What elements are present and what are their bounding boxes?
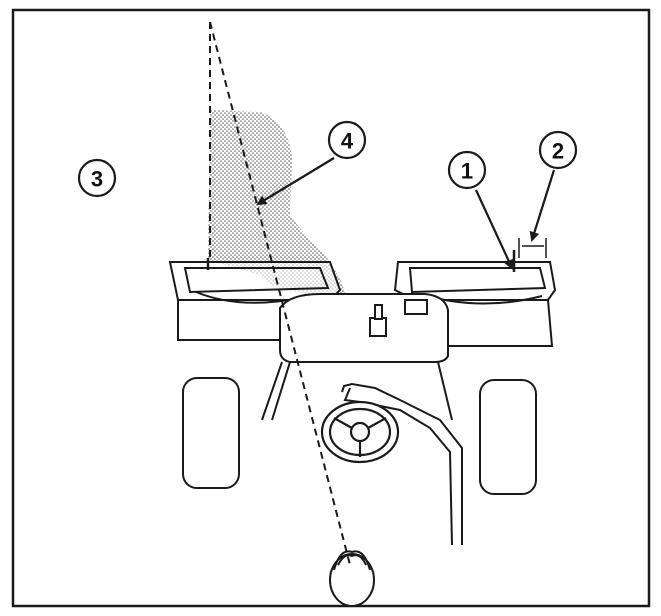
svg-text:3: 3 (91, 167, 103, 192)
panel-switch (369, 317, 387, 337)
mirror-marks (206, 238, 547, 272)
left-tire (182, 377, 240, 489)
sight-line-diagonal (209, 21, 351, 566)
arrow-2 (529, 169, 556, 242)
right-tire (479, 379, 537, 495)
arrow-4 (256, 157, 335, 206)
arrow-1 (475, 189, 514, 270)
panel-switch-knob (374, 304, 383, 320)
svg-text:4: 4 (341, 129, 354, 154)
operator-head (329, 550, 375, 607)
svg-text:1: 1 (461, 159, 473, 184)
callout-3: 3 (77, 158, 117, 198)
instrument-panel (279, 293, 449, 363)
steering-wheel (320, 400, 400, 464)
blind-spot-area (208, 110, 346, 296)
callout-2: 2 (538, 130, 578, 170)
cab-frame (261, 361, 453, 421)
sight-lines (209, 21, 351, 566)
svg-text:2: 2 (552, 139, 564, 164)
right-fender (393, 261, 557, 347)
leader-arrows (256, 157, 556, 270)
callout-4: 4 (327, 120, 367, 160)
callout-1: 1 (447, 150, 487, 190)
steering-column (341, 382, 463, 546)
panel-gauge (404, 299, 428, 315)
